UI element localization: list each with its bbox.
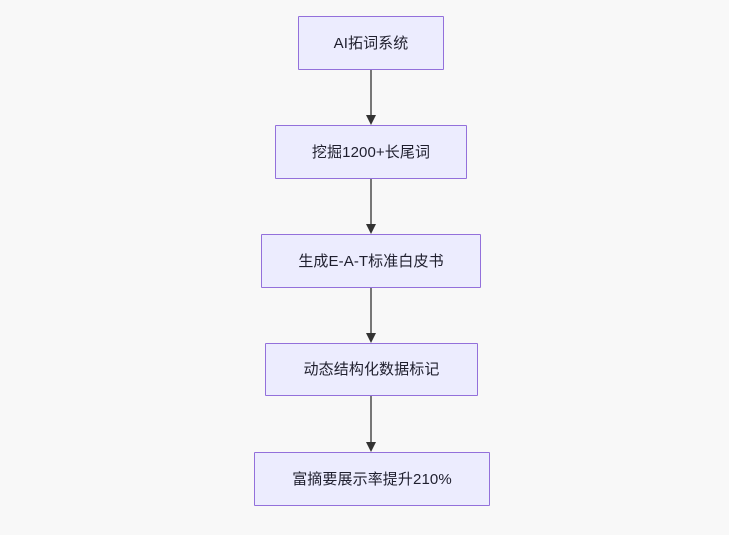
flowchart-node-label: 生成E-A-T标准白皮书 xyxy=(298,252,444,270)
flowchart-node-n3[interactable]: 生成E-A-T标准白皮书 xyxy=(261,234,481,288)
flowchart-node-n1[interactable]: AI拓词系统 xyxy=(298,16,444,70)
flowchart-node-n2[interactable]: 挖掘1200+长尾词 xyxy=(275,125,467,179)
flowchart-node-n4[interactable]: 动态结构化数据标记 xyxy=(265,343,478,396)
flowchart-node-n5[interactable]: 富摘要展示率提升210% xyxy=(254,452,490,506)
connector-n3-to-n4 xyxy=(366,288,376,343)
connector-n2-to-n3 xyxy=(366,179,376,234)
flowchart-node-label: AI拓词系统 xyxy=(333,34,409,52)
flowchart-node-label: 动态结构化数据标记 xyxy=(303,361,440,378)
flowchart-node-label: 挖掘1200+长尾词 xyxy=(311,143,431,161)
flowchart-node-label: 富摘要展示率提升210% xyxy=(292,470,452,488)
arrowhead-icon xyxy=(366,442,376,452)
connector-n4-to-n5 xyxy=(366,396,376,452)
connector-n1-to-n2 xyxy=(366,70,376,125)
arrowhead-icon xyxy=(366,333,376,343)
arrowhead-icon xyxy=(366,115,376,125)
arrowhead-icon xyxy=(366,224,376,234)
